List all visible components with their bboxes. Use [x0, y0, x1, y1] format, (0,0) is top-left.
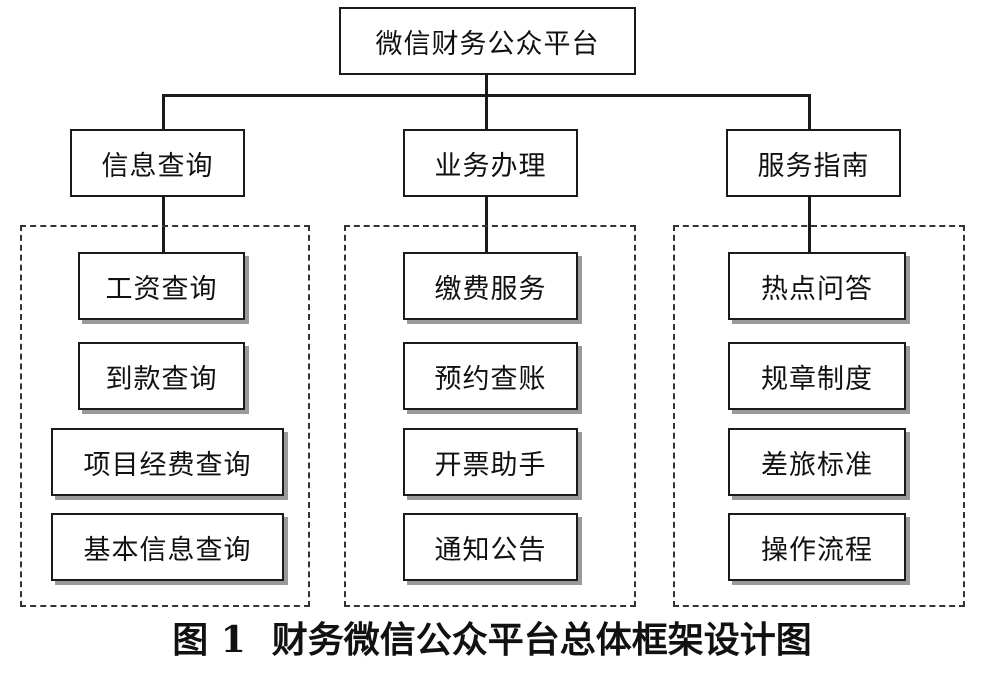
group-business [344, 225, 636, 607]
item-node: 差旅标准 [728, 428, 906, 496]
connector-to-category-3 [808, 94, 811, 130]
item-node: 基本信息查询 [51, 513, 284, 581]
item-node: 缴费服务 [403, 252, 578, 320]
item-node: 开票助手 [403, 428, 578, 496]
connector-root-down [485, 73, 488, 96]
connector-to-category-2 [485, 94, 488, 130]
category-node-info-query: 信息查询 [70, 129, 245, 197]
item-node: 操作流程 [728, 513, 906, 581]
group-info-query [20, 225, 310, 607]
item-node: 项目经费查询 [51, 428, 284, 496]
category-node-business: 业务办理 [403, 129, 578, 197]
figure-caption: 图 1 财务微信公众平台总体框架设计图 [0, 612, 984, 668]
item-node: 规章制度 [728, 342, 906, 410]
connector-category-3-to-items [808, 195, 811, 252]
connector-to-category-1 [162, 94, 165, 130]
item-node: 预约查账 [403, 342, 578, 410]
root-node: 微信财务公众平台 [339, 7, 636, 75]
figure-number: 图 1 [172, 619, 246, 661]
item-node: 工资查询 [78, 252, 245, 320]
item-node: 到款查询 [78, 342, 245, 410]
group-service-guide [673, 225, 965, 607]
item-node: 热点问答 [728, 252, 906, 320]
connector-category-1-to-items [162, 195, 165, 252]
item-node: 通知公告 [403, 513, 578, 581]
figure-title: 财务微信公众平台总体框架设计图 [271, 619, 812, 661]
connector-category-2-to-items [485, 195, 488, 252]
category-node-service-guide: 服务指南 [726, 129, 901, 197]
